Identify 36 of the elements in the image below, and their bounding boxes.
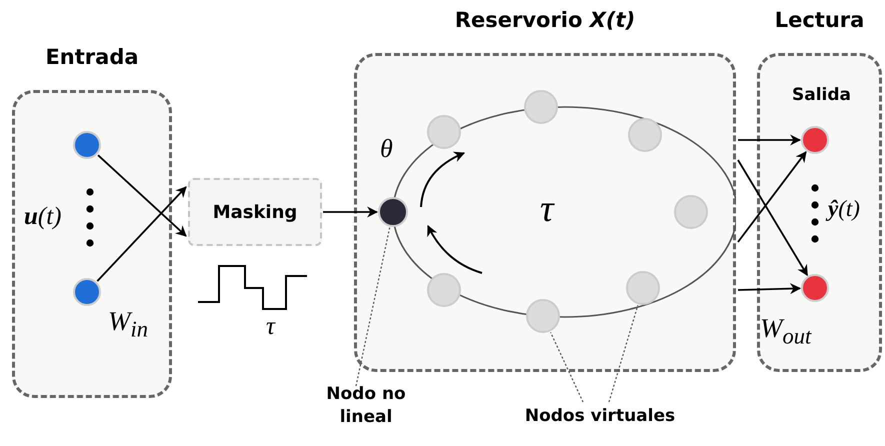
output-neuron bbox=[801, 274, 829, 302]
virtual-node bbox=[674, 195, 708, 229]
input-neuron bbox=[73, 278, 101, 306]
output-heading: Salida bbox=[792, 87, 852, 104]
panel-heading: Entrada bbox=[45, 45, 139, 69]
panel-heading: Lectura bbox=[774, 8, 864, 32]
nonlinear-node bbox=[378, 197, 408, 227]
arrow bbox=[738, 134, 802, 146]
callout-text: Nodo no lineal bbox=[318, 383, 414, 429]
virtual-node bbox=[526, 299, 560, 333]
arrow bbox=[323, 206, 378, 218]
weight-label: W$_{out}$ bbox=[760, 315, 812, 348]
arrow bbox=[97, 154, 187, 237]
input-neuron bbox=[73, 131, 101, 159]
input-label: u(t) bbox=[24, 204, 62, 229]
weight-label: W$_{in}$ bbox=[108, 308, 148, 341]
leader-line bbox=[550, 332, 584, 402]
virtual-node bbox=[626, 271, 660, 305]
output-neuron bbox=[801, 126, 829, 154]
delay-label: τ bbox=[266, 314, 275, 339]
virtual-node bbox=[628, 118, 662, 152]
delay-label: τ bbox=[540, 190, 554, 228]
leader-line bbox=[608, 305, 638, 402]
virtual-node bbox=[427, 273, 461, 307]
masking-box: Masking bbox=[188, 178, 322, 246]
arrow bbox=[738, 283, 802, 294]
arrow bbox=[737, 151, 807, 243]
phase-label: θ bbox=[380, 136, 393, 162]
leader-line bbox=[355, 228, 390, 386]
callout-text: Nodos virtuales bbox=[520, 405, 680, 428]
panel-heading: Reservorio X(t) bbox=[454, 8, 636, 32]
virtual-node bbox=[524, 90, 558, 124]
arrow bbox=[96, 186, 187, 282]
virtual-node bbox=[427, 115, 461, 149]
arrow bbox=[737, 160, 808, 276]
output-label: ŷ(t) bbox=[828, 197, 860, 220]
